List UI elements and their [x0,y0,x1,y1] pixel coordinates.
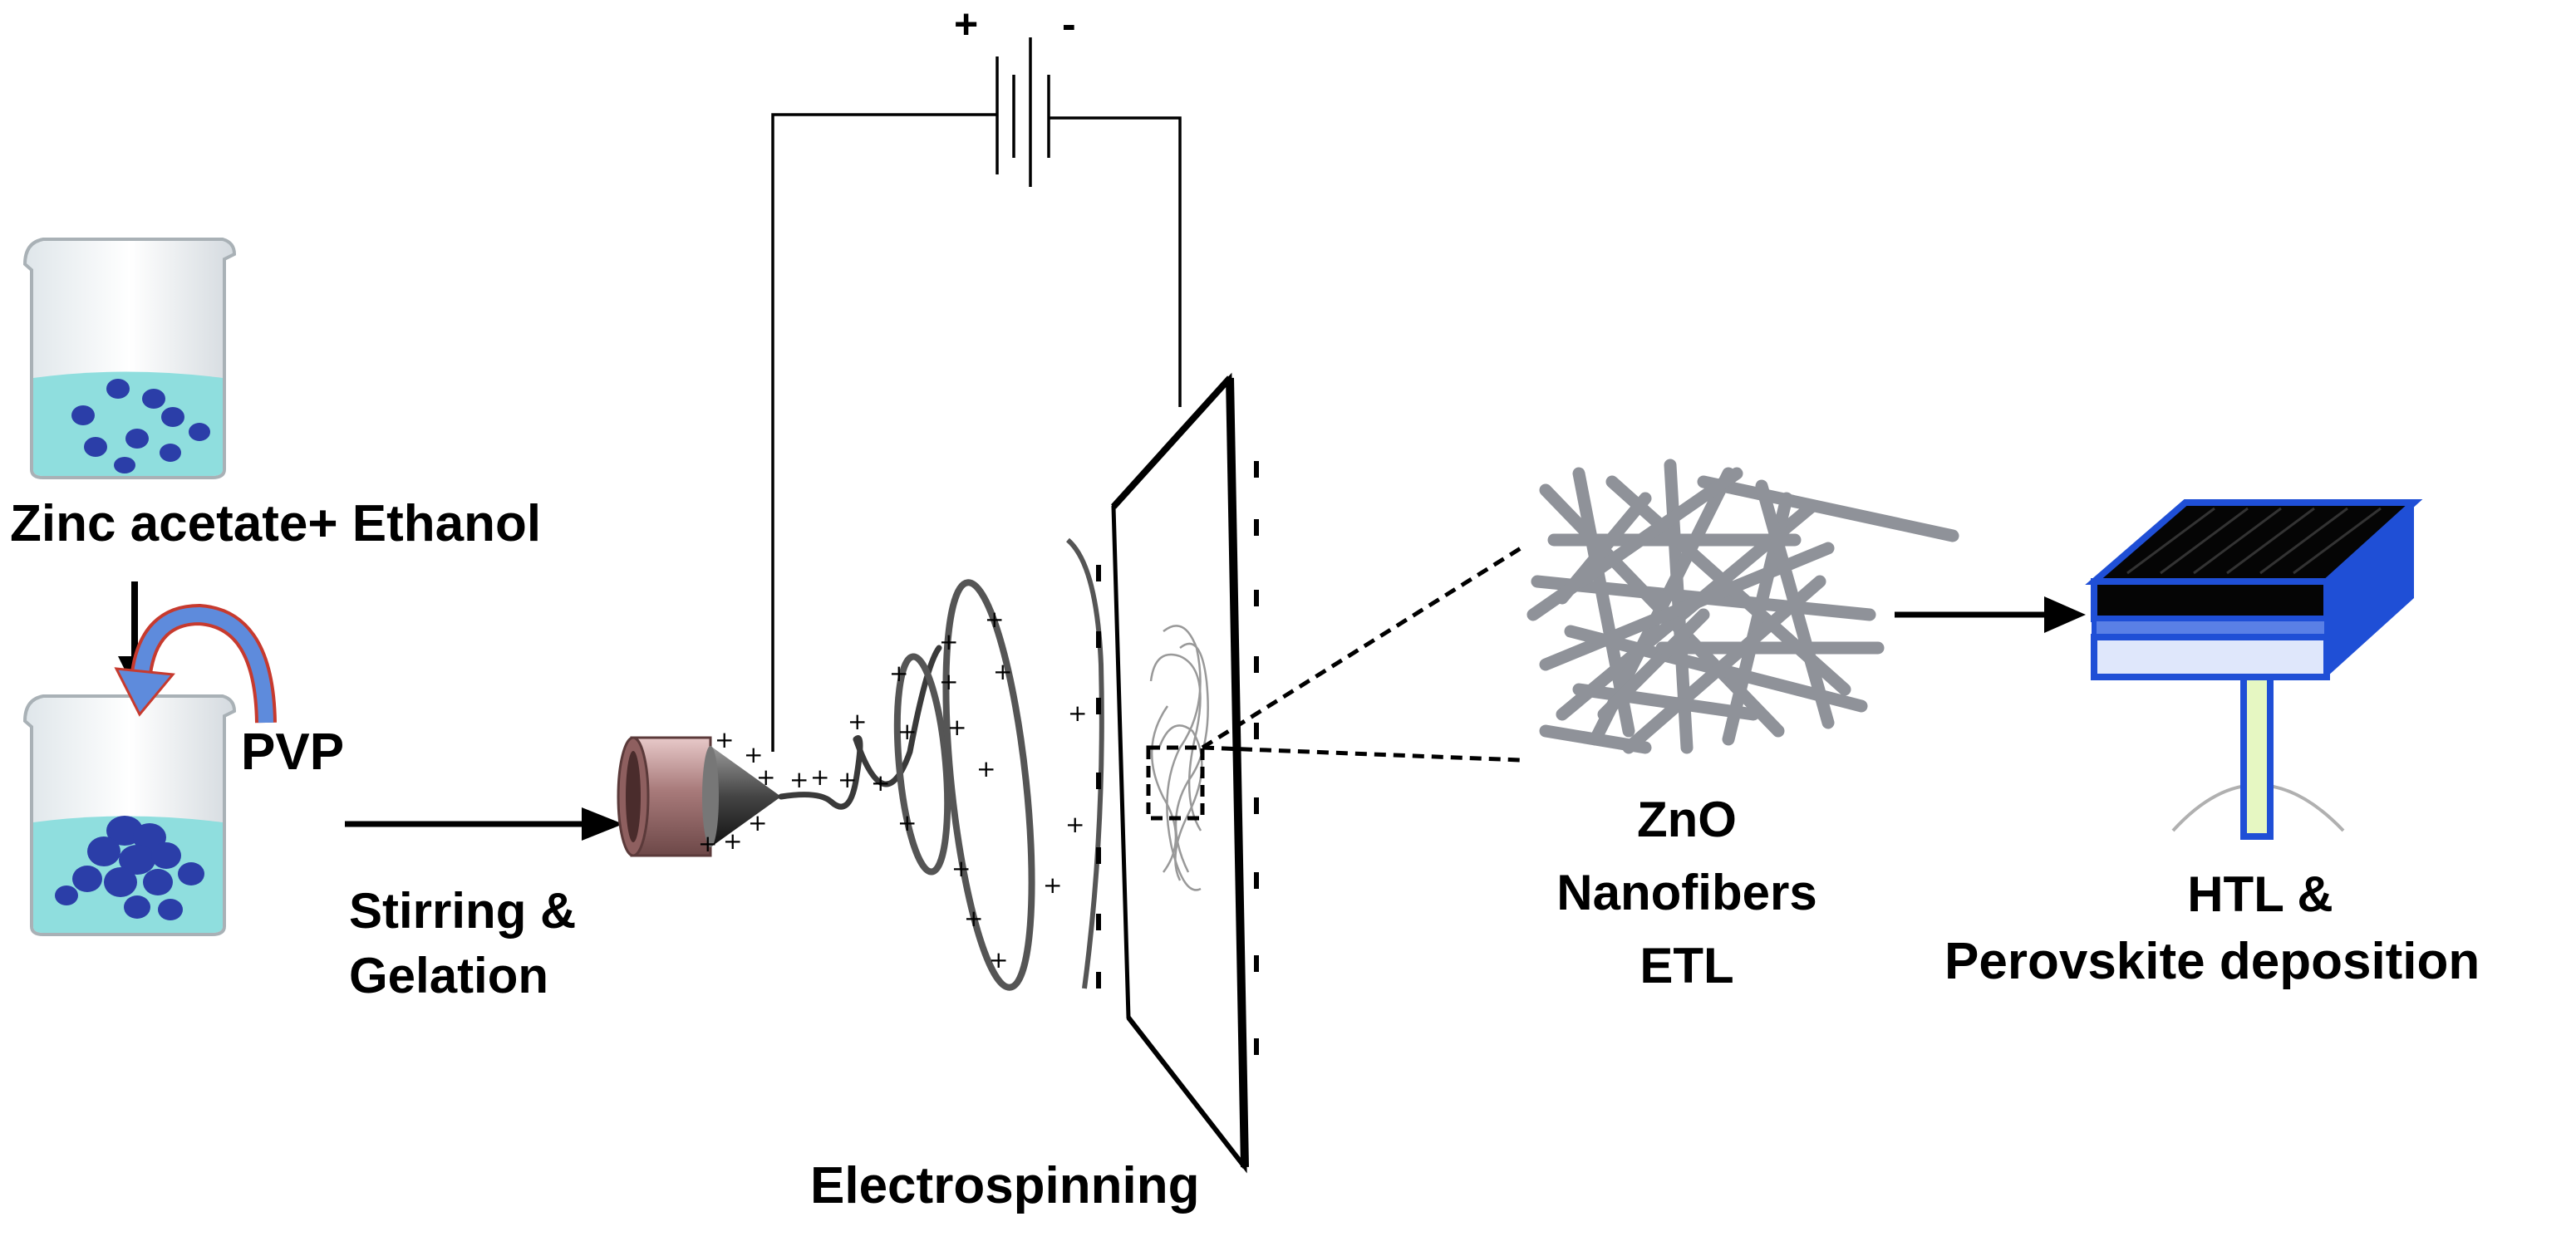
zoom-dashed-lines [1201,546,1522,763]
stirring-label-line2: Gelation [349,948,549,1003]
solar-cell-device-icon [2085,499,2423,840]
pvp-curved-arrow-icon [114,603,277,724]
electrospinning-label: Electrospinning [810,1157,1200,1214]
spinneret-nozzle-icon [617,736,781,857]
stirring-label-line1: Stirring & [349,883,577,939]
zoom-selection-box [1146,745,1205,821]
svg-text:+: + [871,769,890,797]
htl-label-line2: Perovskite deposition [1944,933,2480,990]
zno-label-line2: Nanofibers [1556,865,1817,920]
circuit-wires [771,113,1182,752]
svg-text:+: + [744,741,763,768]
svg-text:+: + [947,714,966,741]
svg-text:+: + [976,755,995,782]
collector-charge-dashes [1096,461,1259,1055]
svg-text:+: + [1065,811,1084,838]
svg-text:+: + [1068,699,1087,727]
svg-text:+: + [897,809,917,836]
beaker-2-icon [22,694,237,936]
outer-loop-arc [1065,537,1104,989]
svg-text:+: + [1043,871,1062,899]
svg-text:+: + [838,766,857,793]
svg-text:+: + [939,668,958,695]
svg-text:+: + [939,628,958,655]
zinc-particles [71,379,210,473]
zno-nanofiber-mesh-icon [1526,459,1959,754]
svg-text:+: + [698,830,717,857]
zinc-acetate-label: Zinc acetate+ Ethanol [10,495,542,552]
svg-text:+: + [848,708,867,735]
svg-text:+: + [723,827,742,855]
svg-text:+: + [715,726,734,753]
zno-label-line3: ETL [1639,938,1734,993]
gel-particles [55,816,204,920]
htl-label-line1: HTL & [2187,866,2333,922]
pvp-label: PVP [241,724,345,781]
battery-icon [995,37,1050,187]
svg-text:+: + [748,809,767,836]
battery-plus-label: + [954,1,979,47]
svg-text:+: + [964,905,983,932]
svg-text:+: + [810,763,829,791]
svg-text:+: + [889,660,908,687]
battery-minus-label: - [1062,1,1076,47]
svg-text:+: + [951,855,971,882]
svg-text:+: + [985,606,1004,633]
charge-symbols: +++ +++ +++ +++ +++ +++ +++ +++ ++ [698,606,1087,974]
arrow-to-nozzle-icon [345,807,623,841]
whipping-loops [893,579,1035,991]
beaker-1-icon [22,238,237,479]
zno-label-line1: ZnO [1637,792,1737,847]
svg-text:+: + [897,718,917,745]
collector-plate-icon [1111,372,1249,1174]
polymer-jet-spiral [778,645,942,810]
svg-text:+: + [789,766,809,793]
svg-text:+: + [993,658,1012,685]
arrow-to-device-icon [1895,596,2086,633]
svg-text:+: + [756,763,775,791]
svg-text:+: + [989,946,1008,974]
